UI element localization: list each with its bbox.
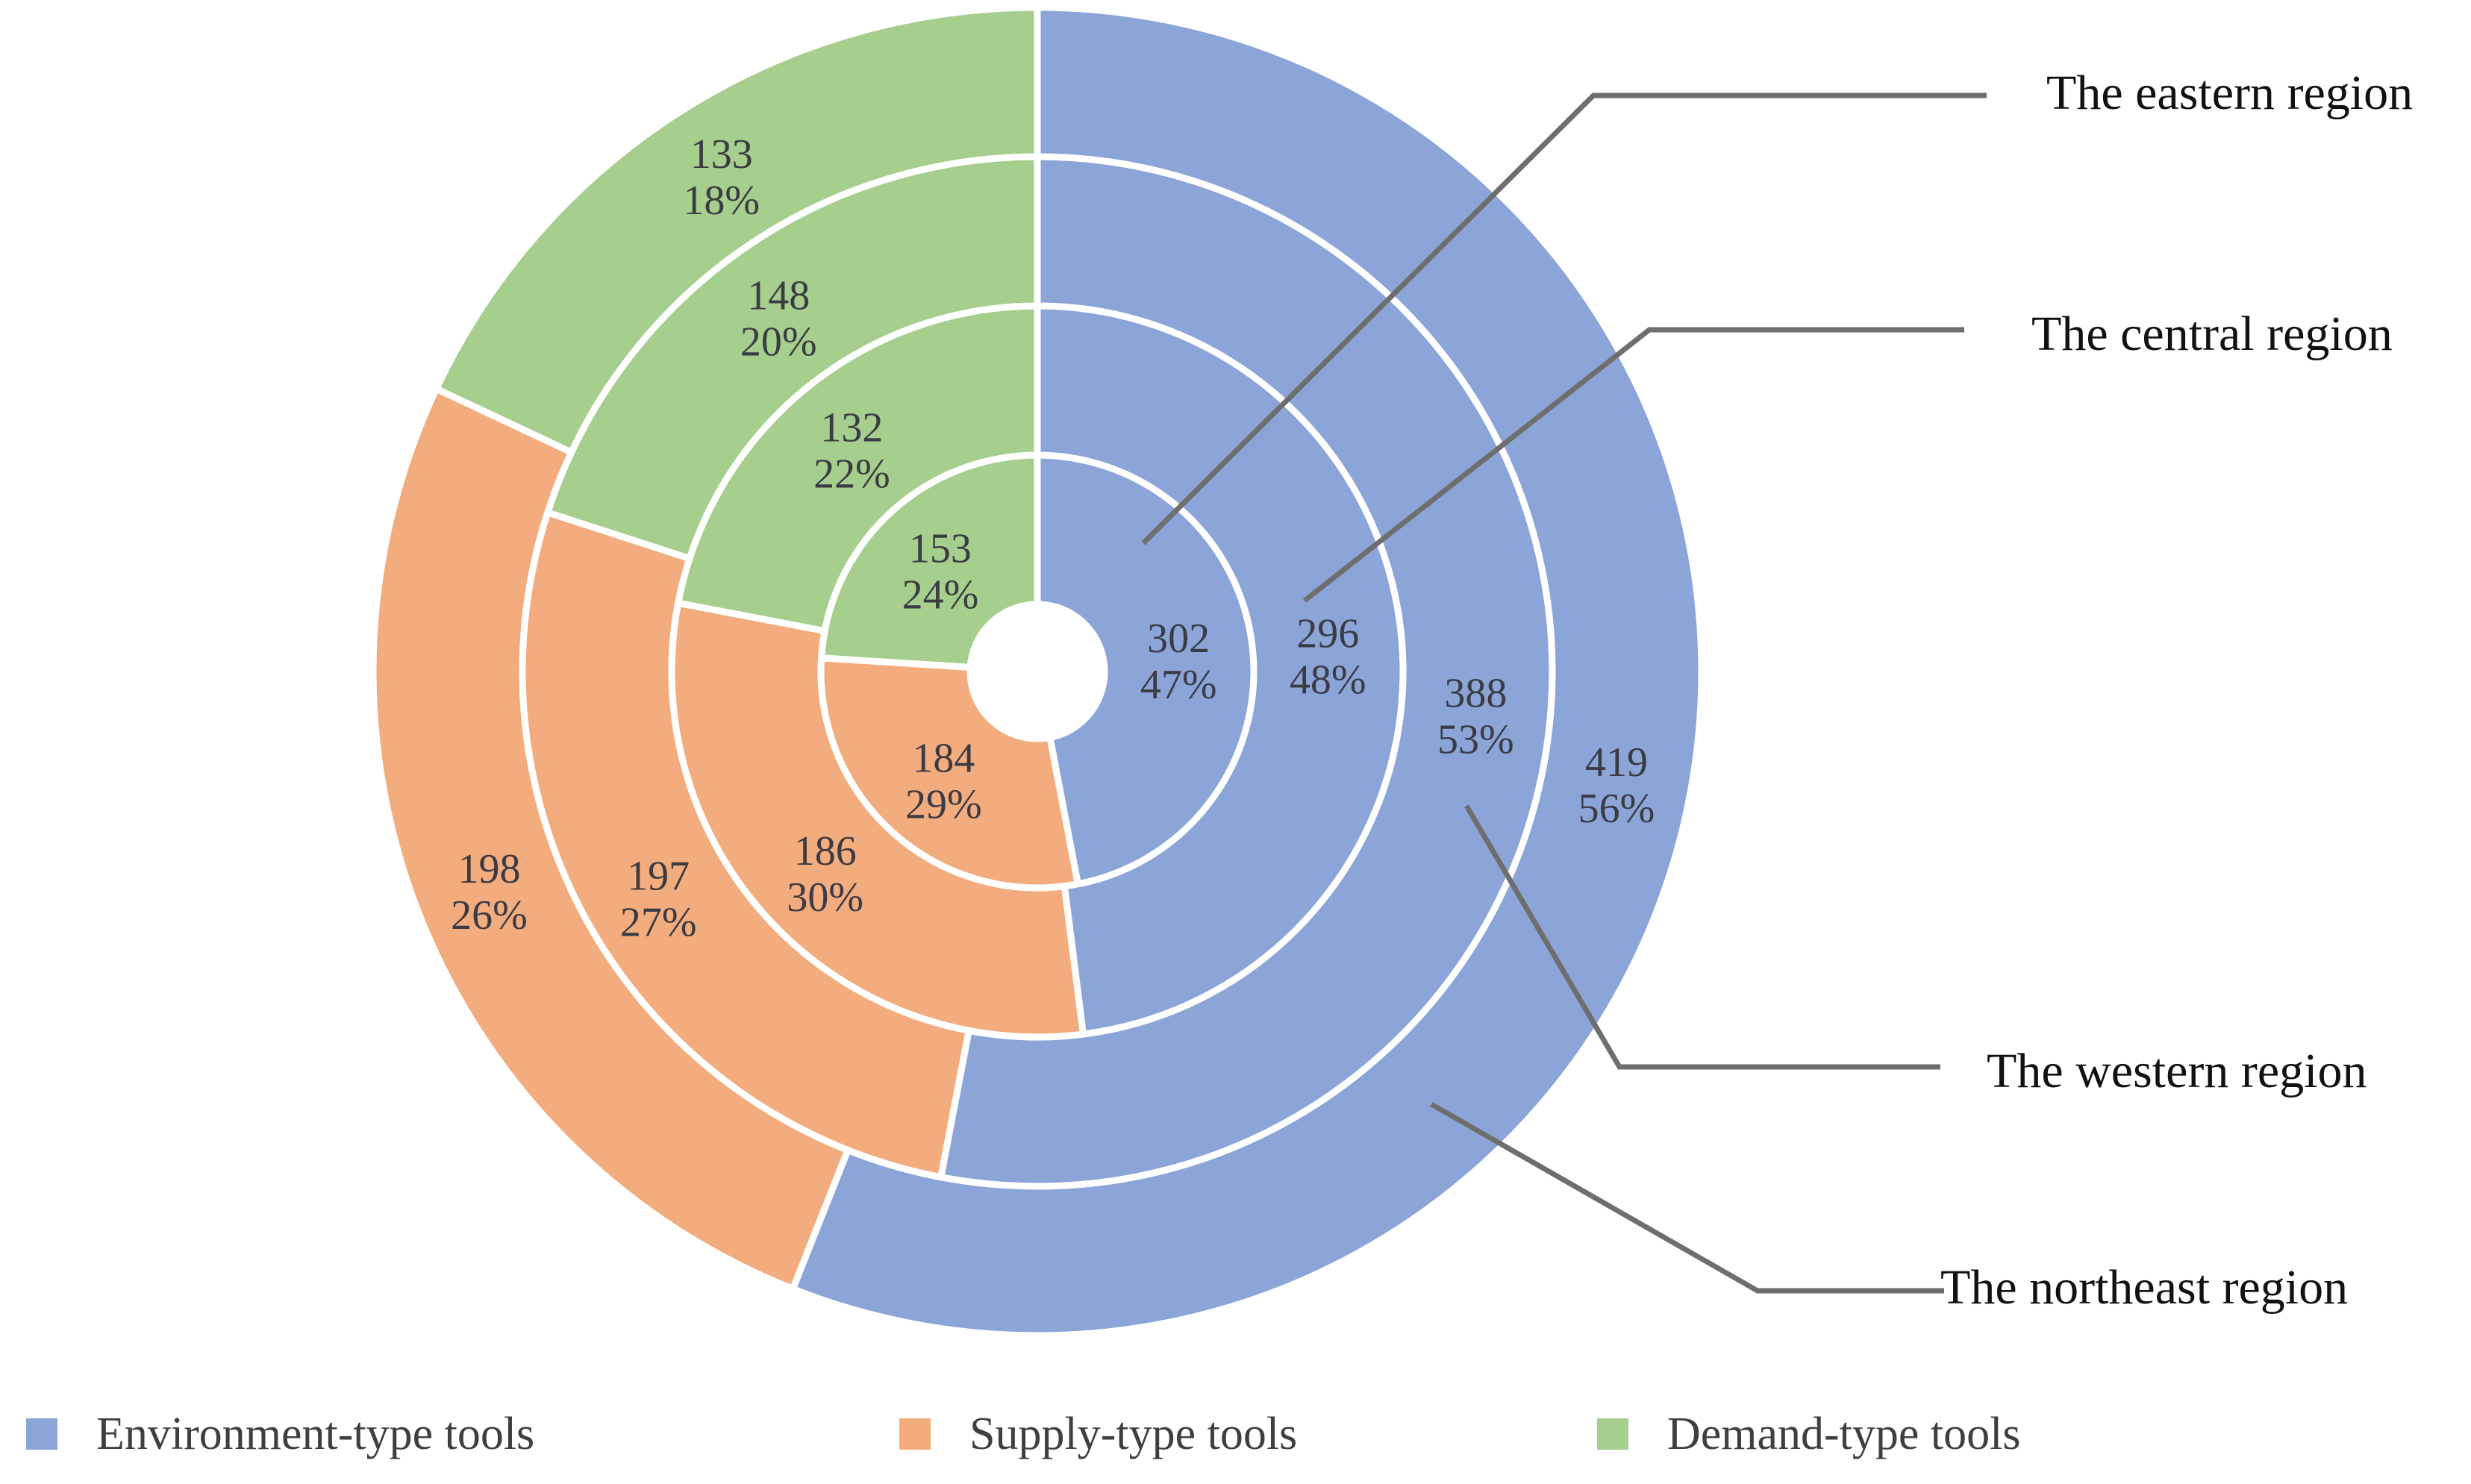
legend-label-environment: Environment-type tools <box>96 1408 535 1459</box>
slice-northeast-region-demand <box>431 4 1041 457</box>
callout-line-western-region <box>1463 804 1940 1070</box>
doughnut-hole <box>969 603 1106 740</box>
slice-northeast-region-environment <box>788 4 1705 1339</box>
slice-northeast-region-supply <box>369 384 852 1294</box>
legend-item-demand: Demand-type tools <box>1597 1397 2021 1471</box>
legend-item-environment: Environment-type tools <box>26 1397 534 1471</box>
callout-label-eastern-region: The eastern region <box>2046 66 2414 120</box>
legend-label-demand: Demand-type tools <box>1667 1408 2021 1459</box>
callout-label-northeast-region: The northeast region <box>1940 1260 2349 1315</box>
callout-lines <box>1141 93 1987 1294</box>
legend: Environment-type tools Supply-type tools… <box>0 1397 2471 1471</box>
callout-label-western-region: The western region <box>1987 1044 2367 1098</box>
legend-swatch-environment-icon <box>26 1418 57 1450</box>
callout-line-eastern-region <box>1141 93 1987 545</box>
callout-line-northeast-region <box>1430 1101 1944 1294</box>
legend-item-supply: Supply-type tools <box>899 1397 1297 1471</box>
callout-line-central-region <box>1302 327 1964 603</box>
legend-swatch-demand-icon <box>1597 1418 1628 1450</box>
callout-label-central-region: The central region <box>2031 307 2393 361</box>
legend-label-supply: Supply-type tools <box>969 1408 1298 1459</box>
legend-swatch-supply-icon <box>899 1418 931 1450</box>
ring-slices <box>369 4 1705 1339</box>
